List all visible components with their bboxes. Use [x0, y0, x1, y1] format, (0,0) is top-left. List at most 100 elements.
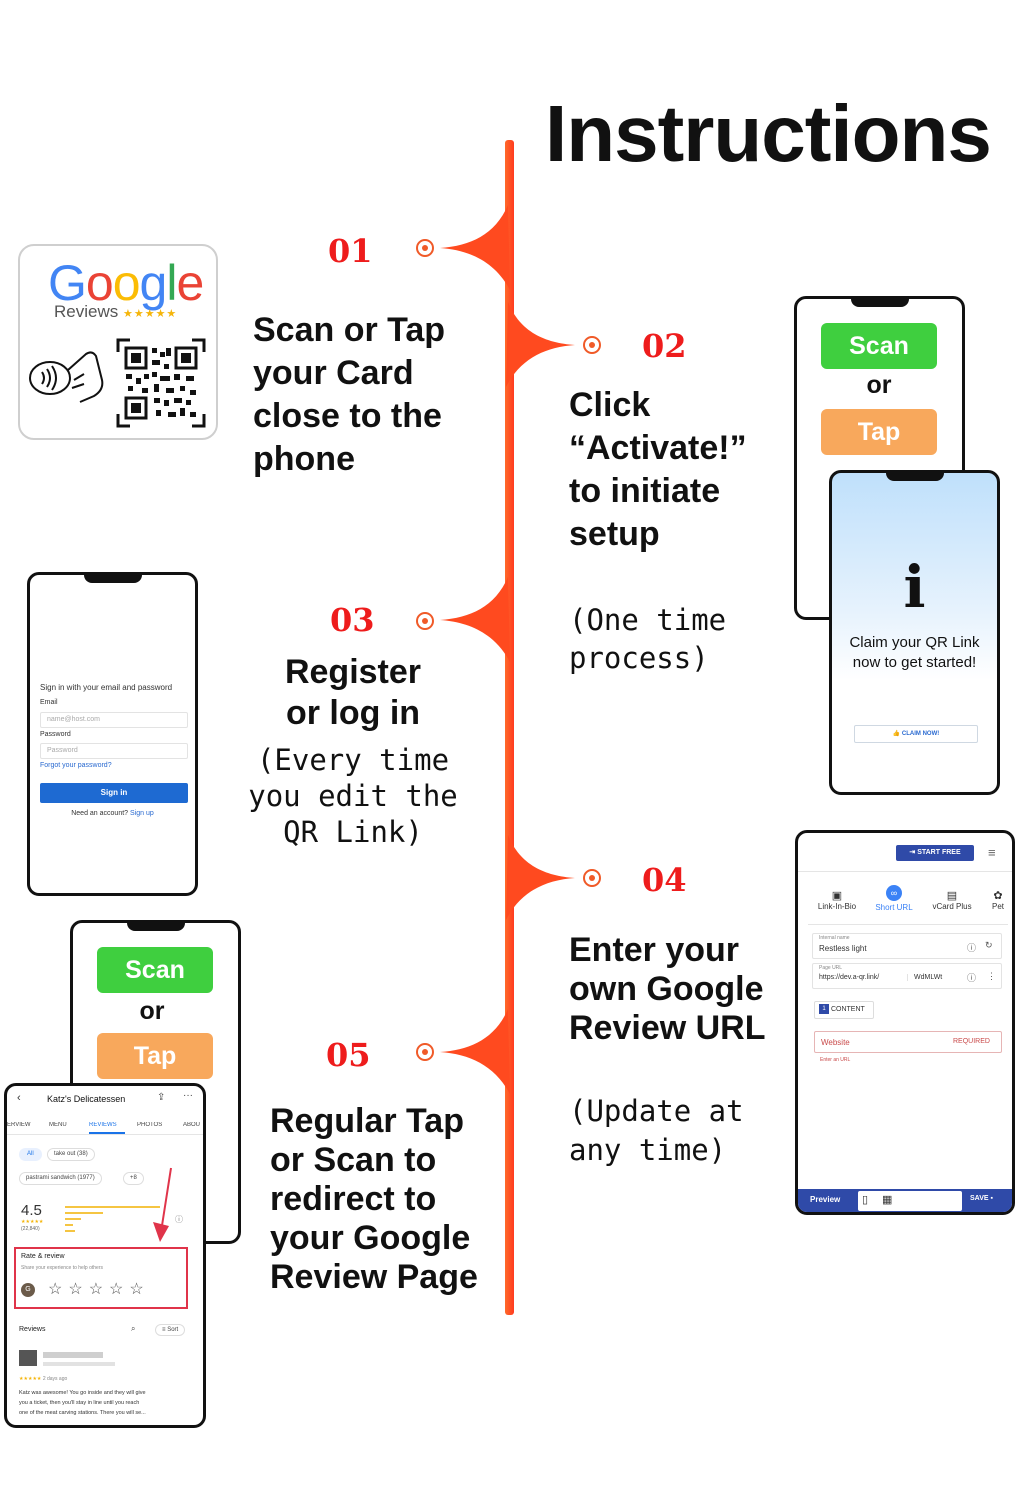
password-field[interactable]: Password	[40, 743, 188, 759]
more-icon[interactable]: ···	[183, 1090, 193, 1101]
login-heading: Sign in with your email and password	[40, 683, 173, 692]
chip-take-out[interactable]: take out (38)	[47, 1148, 95, 1161]
rating-bar-5	[65, 1206, 160, 1208]
rating-value: 4.5	[21, 1202, 42, 1219]
preview-button[interactable]: Preview	[810, 1195, 841, 1204]
help-icon[interactable]: ⓘ	[967, 943, 977, 953]
back-arrow-icon[interactable]: ‹	[17, 1092, 21, 1104]
chip-pastrami[interactable]: pastrami sandwich (1977)	[19, 1172, 102, 1185]
reviews-heading: Reviews	[19, 1326, 46, 1333]
search-icon[interactable]: ⌕	[131, 1324, 136, 1333]
active-tab-indicator	[89, 1132, 125, 1134]
reviewer-name-blurred	[43, 1352, 103, 1358]
save-button[interactable]: SAVE ▪	[970, 1195, 993, 1202]
tab-vcard-plus[interactable]: ▤ vCard Plus	[926, 889, 978, 911]
chip-more[interactable]: +8	[123, 1172, 144, 1185]
pet-icon: ✿	[993, 890, 1003, 902]
page-url-field[interactable]: Page URL https://dev.a-qr.link/ WdMLWt ⓘ…	[812, 963, 1002, 989]
step-03-dot	[416, 612, 434, 630]
qr-code-icon	[116, 338, 206, 428]
rate-review-subtitle: Share your experience to help others	[21, 1265, 103, 1271]
step-02-number: 02	[642, 327, 687, 365]
scan-button[interactable]: Scan	[97, 947, 213, 993]
internal-name-field[interactable]: Internal name Restless light ⓘ ↻	[812, 933, 1002, 959]
reviewer-avatar	[19, 1350, 37, 1366]
email-label: Email	[40, 699, 58, 706]
menu-icon[interactable]: ≡	[988, 845, 996, 860]
tab-pet[interactable]: ✿ Pet	[984, 889, 1012, 911]
mobile-preview-icon[interactable]: ▯	[862, 1194, 869, 1206]
spike-01	[440, 205, 510, 290]
sort-icon: ≡	[162, 1327, 166, 1333]
phone-notch	[850, 299, 909, 307]
spike-05	[440, 1009, 510, 1094]
tab-link-in-bio[interactable]: ▣ Link-In-Bio	[812, 889, 862, 911]
thumbs-up-icon: 👍	[892, 731, 901, 737]
avatar: G	[21, 1283, 35, 1297]
step-01-dot	[416, 239, 434, 257]
tabs-divider	[7, 1134, 203, 1135]
email-field[interactable]: name@host.com	[40, 712, 188, 728]
tab-short-url[interactable]: ∞ Short URL	[868, 885, 920, 912]
step-02-dot	[583, 336, 601, 354]
link-icon: ∞	[886, 885, 902, 901]
rating-bar-4	[65, 1212, 103, 1214]
reviewer-meta-blurred	[43, 1362, 115, 1366]
help-icon[interactable]: ⓘ	[967, 973, 977, 983]
preview-mode-group: ▯ ▦	[858, 1191, 962, 1211]
tab-about[interactable]: ABOU	[183, 1122, 201, 1128]
scan-button[interactable]: Scan	[821, 323, 937, 369]
step-05-number: 05	[326, 1036, 371, 1074]
page-title: Instructions	[545, 89, 992, 178]
phone-notch	[83, 575, 142, 583]
content-section-tab[interactable]: 1 CONTENT	[814, 1001, 874, 1019]
rate-review-box: Rate & review Share your experience to h…	[14, 1247, 188, 1309]
step-04-number: 04	[642, 861, 687, 899]
or-label: or	[866, 371, 892, 399]
website-field[interactable]: Website REQUIRED	[814, 1031, 1002, 1053]
enter-url-hint: Enter an URL	[820, 1057, 851, 1063]
rate-review-title: Rate & review	[21, 1253, 65, 1260]
forgot-password-link[interactable]: Forgot your password?	[40, 762, 112, 769]
tab-photos[interactable]: PHOTOS	[137, 1122, 163, 1128]
phone-notch	[885, 473, 944, 481]
sign-in-button[interactable]: Sign in	[40, 783, 188, 803]
header-divider	[798, 871, 1012, 872]
rating-count: (22,840)	[21, 1226, 40, 1232]
link-in-bio-icon: ▣	[831, 890, 843, 902]
tab-menu[interactable]: MENU	[49, 1122, 67, 1128]
share-icon[interactable]: ⇪	[157, 1092, 166, 1103]
more-icon[interactable]: ⋮	[987, 971, 996, 981]
chip-all[interactable]: All	[19, 1148, 42, 1161]
rating-stars: ★★★★★	[21, 1219, 44, 1225]
claim-now-button[interactable]: 👍 CLAIM NOW!	[854, 725, 978, 743]
sign-up-link[interactable]: Sign up	[130, 810, 154, 817]
timeline-line	[505, 140, 514, 1315]
login-icon: ⇥	[909, 849, 916, 856]
step-03-number: 03	[330, 601, 375, 639]
rating-bar-1	[65, 1230, 75, 1232]
tabs-divider	[808, 924, 1008, 925]
sort-button[interactable]: ≡ Sort	[155, 1324, 186, 1336]
save-icon: ▪	[990, 1195, 993, 1202]
refresh-icon[interactable]: ↻	[985, 940, 993, 950]
star-rating-input[interactable]: ☆☆☆☆☆	[48, 1281, 150, 1298]
qr-preview-icon[interactable]: ▦	[882, 1194, 893, 1206]
tab-reviews[interactable]: REVIEWS	[89, 1122, 117, 1128]
google-reviews-label: Reviews ★★★★★	[54, 302, 178, 321]
tab-overview[interactable]: ERVIEW	[7, 1122, 31, 1128]
rating-bar-3	[65, 1218, 81, 1220]
tap-button[interactable]: Tap	[821, 409, 937, 455]
phone-notch	[126, 923, 185, 931]
tap-button[interactable]: Tap	[97, 1033, 213, 1079]
info-icon[interactable]: ⓘ	[175, 1215, 183, 1224]
start-free-button[interactable]: ⇥ START FREE	[896, 845, 974, 861]
scan-tap-phone-left: Scan or Tap	[70, 920, 241, 1244]
